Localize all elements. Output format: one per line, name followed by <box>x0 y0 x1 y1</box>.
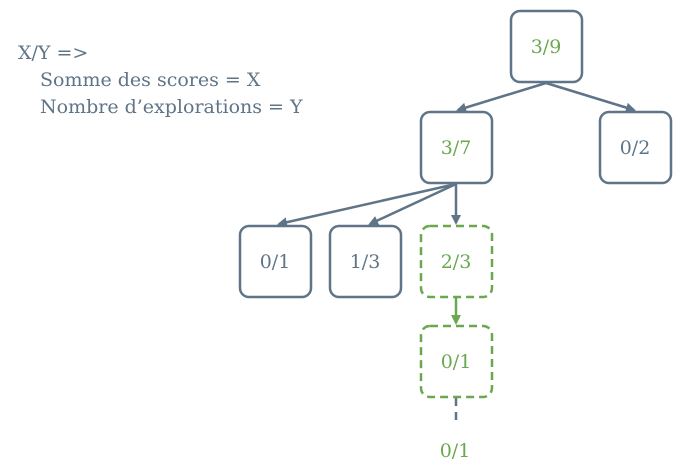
node-expanded-label: 0/1 <box>441 351 472 373</box>
node-simulation-label: 0/1 <box>440 440 471 462</box>
node-child2-label: 1/3 <box>350 251 381 273</box>
node-right-box <box>598 110 673 185</box>
node-child2-box <box>328 224 403 299</box>
node-right-label: 0/2 <box>620 137 651 159</box>
edge-left-to-child1 <box>277 182 457 228</box>
node-child1-label: 0/1 <box>260 251 291 273</box>
node-root-box <box>509 9 584 84</box>
legend: X/Y => Somme des scores = X Nombre d’exp… <box>18 40 303 121</box>
legend-exploration-definition: Nombre d’explorations = Y <box>40 96 303 118</box>
node-root-label: 3/9 <box>531 36 562 58</box>
node-child3-label: 2/3 <box>441 251 472 273</box>
edge-root-to-left <box>456 81 547 113</box>
node-expanded-box <box>419 324 494 399</box>
node-child1-box <box>238 224 313 299</box>
edge-root-to-right <box>545 81 636 113</box>
node-left-box <box>419 110 494 185</box>
edge-left-to-child2 <box>368 182 457 226</box>
legend-title: X/Y => <box>18 42 89 64</box>
node-left-label: 3/7 <box>441 137 472 159</box>
legend-score-definition: Somme des scores = X <box>40 69 261 91</box>
node-child3-box <box>419 224 494 299</box>
